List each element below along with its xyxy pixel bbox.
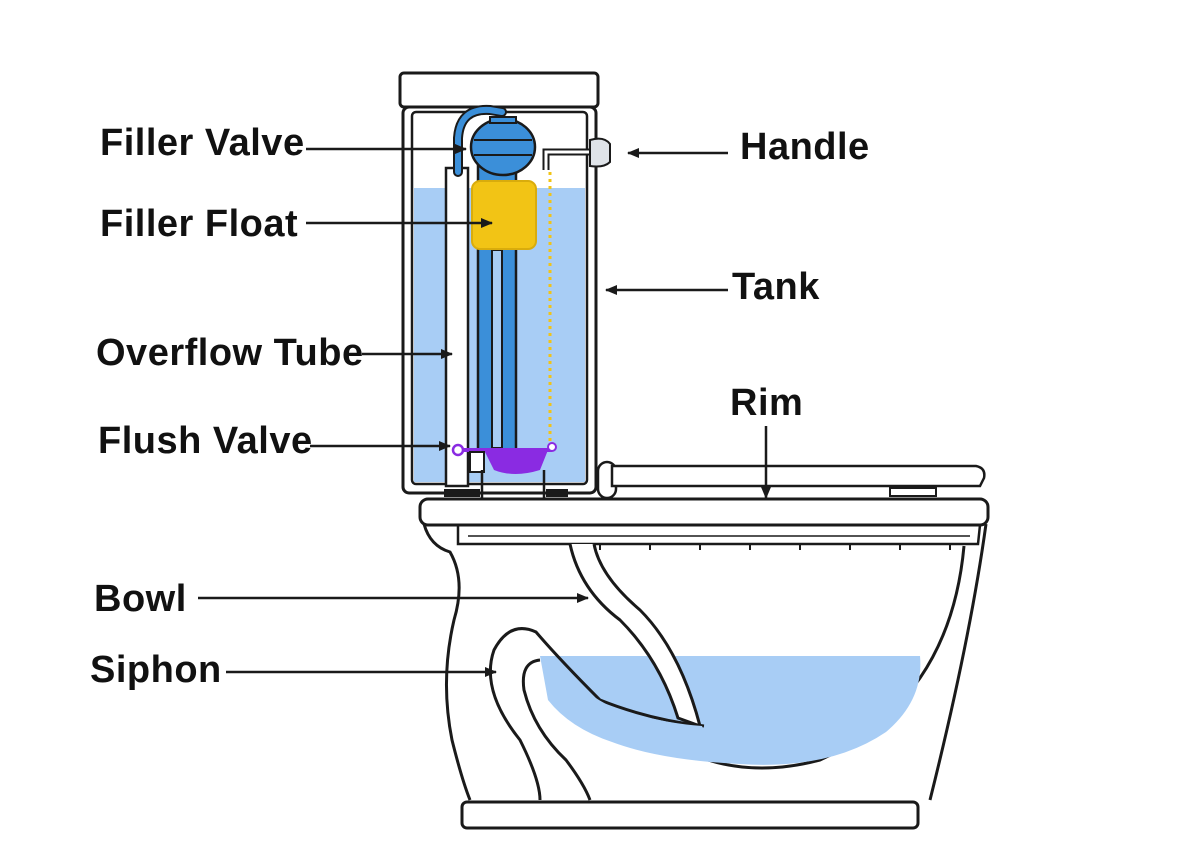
tank-foot-right	[546, 489, 568, 497]
label-filler-float: Filler Float	[100, 203, 299, 245]
label-overflow-tube: Overflow Tube	[96, 332, 364, 374]
label-siphon: Siphon	[90, 649, 222, 691]
label-rim: Rim	[730, 382, 804, 424]
siphon	[488, 627, 706, 801]
bowl-rim	[418, 497, 990, 527]
label-filler-valve: Filler Valve	[100, 122, 305, 164]
label-bowl: Bowl	[94, 578, 187, 620]
bowl-body	[422, 523, 988, 830]
filler-valve	[469, 116, 537, 177]
filler-float	[471, 180, 537, 250]
rim-holes	[599, 544, 951, 550]
flapper	[451, 442, 557, 474]
bowl-base	[460, 800, 920, 830]
label-tank: Tank	[732, 266, 820, 308]
label-handle: Handle	[740, 126, 870, 168]
toilet-seat	[596, 460, 986, 500]
overflow-tube	[444, 166, 470, 488]
leader-lines	[198, 144, 771, 677]
tank-foot-left	[444, 489, 480, 497]
label-flush-valve: Flush Valve	[98, 420, 313, 462]
tank-lid	[398, 71, 600, 109]
handle	[542, 137, 611, 170]
rim-channel	[456, 524, 982, 546]
